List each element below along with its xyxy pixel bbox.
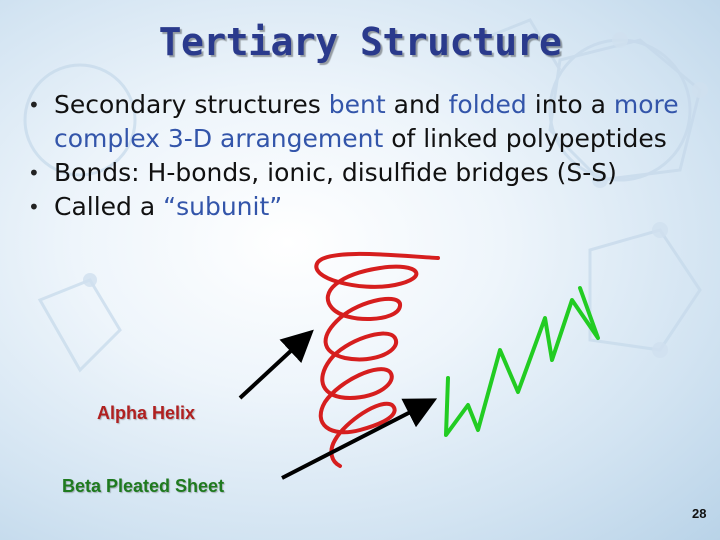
bullet-text: into a [526,90,614,119]
bullet-text: Called a [54,192,164,221]
bullet-highlight: bent [328,90,386,119]
page-number: 28 [692,506,707,521]
bullet-marker: • [28,195,40,219]
bullet-highlight: folded [448,90,527,119]
beta-sheet-label: Beta Pleated Sheet [62,476,225,496]
bullet-item: • Secondary structures bent and folded i… [28,88,688,156]
bullet-item: • Bonds: H-bonds, ionic, disulfide bridg… [28,156,688,190]
bullet-highlight: “subunit” [163,192,283,221]
bullet-list: • Secondary structures bent and folded i… [28,88,688,224]
bullet-marker: • [28,93,40,117]
bullet-text: Bonds: H-bonds, ionic, disulfide bridges… [54,158,617,187]
bullet-text: of linked polypeptides [383,124,667,153]
bullet-text: and [385,90,449,119]
bullet-item: • Called a “subunit” [28,190,688,224]
bullet-text: Secondary structures [54,90,329,119]
bullet-marker: • [28,161,40,185]
bullet-highlight: more complex 3-D arrangement [54,90,679,153]
slide-title: Tertiary Structure [158,20,562,64]
alpha-helix-label: Alpha Helix [97,403,196,423]
